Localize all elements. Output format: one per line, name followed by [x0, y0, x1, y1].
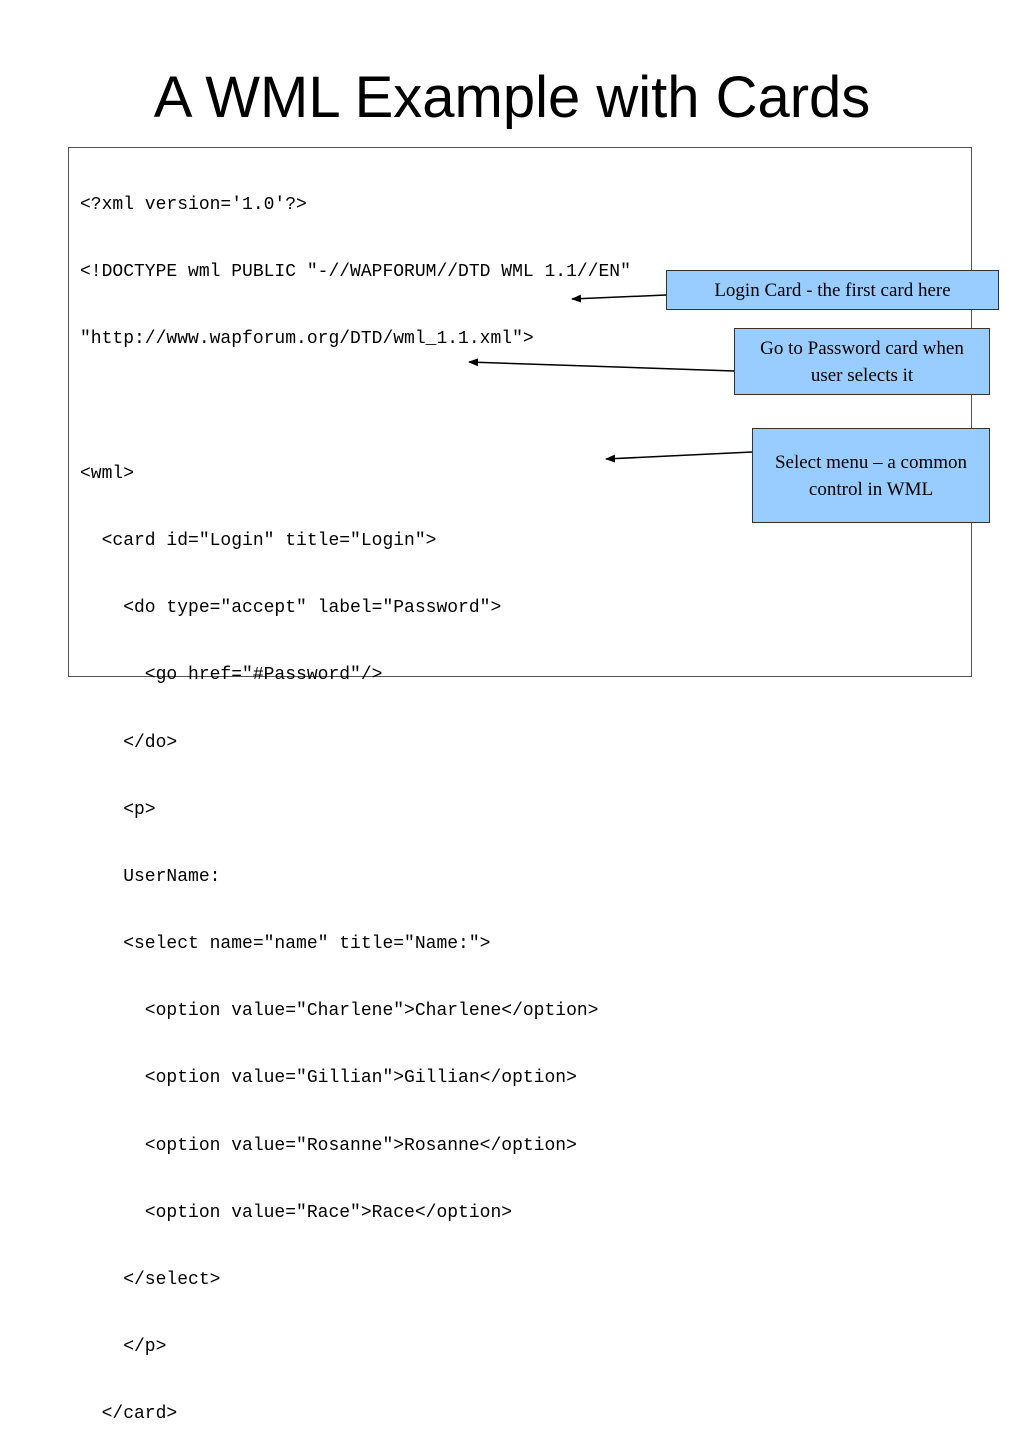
callout-select-menu: Select menu – a common control in WML: [752, 428, 990, 523]
code-line: </card>: [80, 1404, 178, 1425]
code-listing: <?xml version='1.0'?> <!DOCTYPE wml PUBL…: [80, 152, 631, 1449]
code-line: </p>: [80, 1337, 167, 1358]
code-line-card: <card id="Login" title="Login">: [80, 530, 437, 551]
code-box: [68, 147, 972, 677]
code-line: <option value="Rosanne">Rosanne</option>: [80, 1135, 577, 1156]
callout-login-text: Login Card - the first card here: [714, 279, 951, 301]
code-line: <option value="Race">Race</option>: [80, 1202, 513, 1223]
code-line: UserName:: [80, 866, 221, 887]
code-line: </do>: [80, 732, 178, 753]
code-line-select: <select name="name" title="Name:">: [80, 934, 491, 955]
code-line-go: <go href="#Password"/>: [80, 665, 383, 686]
code-line: <?xml version='1.0'?>: [80, 195, 307, 215]
code-line-blank: [80, 394, 631, 421]
code-line: <option value="Gillian">Gillian</option>: [80, 1068, 577, 1089]
callout-password-text: Go to Password card when user selects it: [760, 337, 964, 386]
code-line: "http://www.wapforum.org/DTD/wml_1.1.xml…: [80, 329, 534, 350]
code-line: <option value="Charlene">Charlene</optio…: [80, 1001, 599, 1022]
slide-title: A WML Example with Cards: [153, 65, 871, 130]
callout-select-text: Select menu – a common control in WML: [774, 451, 968, 500]
code-line: </select>: [80, 1270, 221, 1290]
code-line: <!DOCTYPE wml PUBLIC "-//WAPFORUM//DTD W…: [80, 262, 631, 283]
code-line: <wml>: [80, 463, 135, 484]
callout-password-card: Go to Password card when user selects it: [734, 328, 990, 395]
code-line: <p>: [80, 799, 156, 820]
code-line: <do type="accept" label="Password">: [80, 598, 502, 619]
callout-login-card: Login Card - the first card here: [666, 270, 999, 310]
